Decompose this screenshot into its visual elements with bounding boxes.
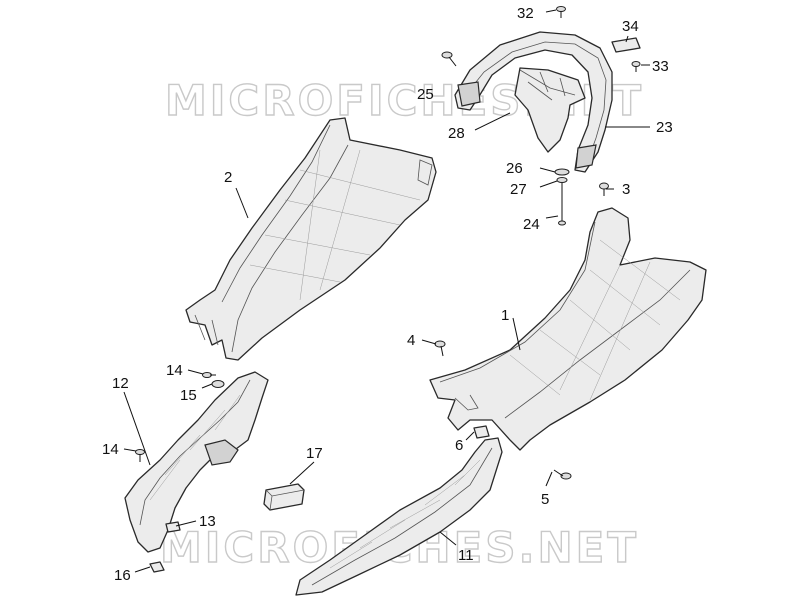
callout-34: 34	[622, 18, 639, 35]
part-2-left-side-panel	[185, 117, 437, 361]
part-6-clip	[473, 425, 490, 439]
screw-32-icon	[556, 6, 566, 18]
part-16-clip	[149, 561, 165, 573]
callout-23: 23	[656, 119, 673, 136]
callout-28: 28	[448, 125, 465, 142]
callout-4: 4	[407, 332, 415, 349]
callout-25: 25	[417, 86, 434, 103]
callout-14a: 14	[166, 362, 183, 379]
part-11-lower-right-trim	[295, 437, 503, 596]
callout-14b: 14	[102, 441, 119, 458]
callout-33: 33	[652, 58, 669, 75]
washer-26-icon	[554, 168, 570, 176]
callout-1: 1	[501, 307, 509, 324]
callout-labels: 1 2 3 4 5 6 11 12 13 14 14 15 16 17 23 2…	[102, 5, 673, 584]
callout-27: 27	[510, 181, 527, 198]
part-15-washer	[211, 380, 225, 388]
part-13-clip	[165, 521, 181, 533]
callout-2: 2	[224, 169, 232, 186]
callout-32: 32	[517, 5, 534, 22]
bolt-24-icon	[554, 168, 570, 226]
part-23-grab-handle	[454, 31, 613, 173]
callout-13: 13	[199, 513, 216, 530]
callout-15: 15	[180, 387, 197, 404]
screw-5-icon	[553, 469, 572, 480]
part-28-rear-cover	[514, 67, 586, 153]
callout-11: 11	[458, 547, 474, 564]
callout-26: 26	[506, 160, 523, 177]
callout-16: 16	[114, 567, 131, 584]
screw-25-icon	[441, 51, 457, 67]
washer-27-icon	[556, 177, 568, 183]
screw-14a-icon	[202, 372, 216, 378]
callout-17: 17	[306, 445, 323, 462]
screw-33-icon	[631, 61, 641, 72]
part-1-right-side-panel	[429, 207, 707, 451]
part-17-rubber-block	[263, 483, 305, 511]
callout-12: 12	[112, 375, 129, 392]
callout-3: 3	[622, 181, 630, 198]
screw-3-icon	[599, 182, 609, 196]
part-34-plate	[611, 37, 641, 53]
callout-6: 6	[455, 437, 463, 454]
callout-24: 24	[523, 216, 540, 233]
callout-5: 5	[541, 491, 549, 508]
screw-14b-icon	[135, 449, 145, 462]
leader-lines	[123, 9, 650, 573]
screw-4-icon	[434, 340, 446, 357]
